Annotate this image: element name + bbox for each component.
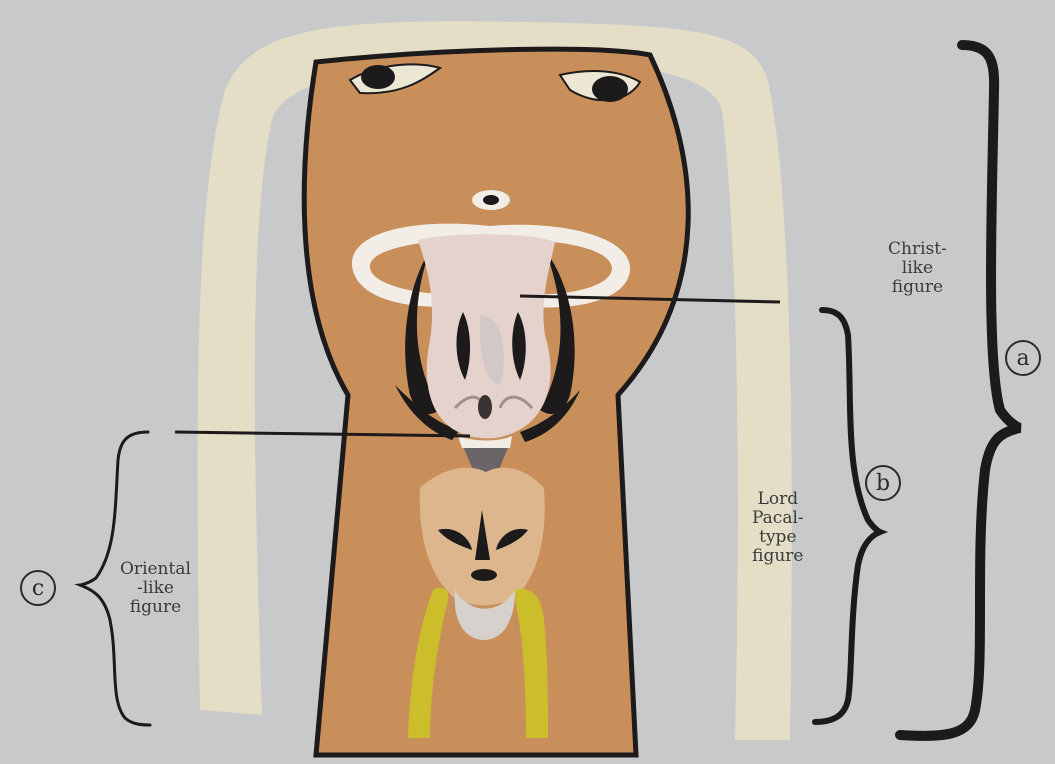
bracket-b <box>815 310 880 722</box>
label-c-line3: figure <box>120 598 191 617</box>
left-pupil <box>361 65 395 89</box>
label-christ-like: Christ- like figure <box>888 240 947 297</box>
label-lord-pacal: Lord Pacal- type figure <box>752 490 804 566</box>
label-a-line2: like <box>888 259 947 278</box>
marker-a: a <box>1005 340 1041 376</box>
label-b-line1: Lord <box>752 490 804 509</box>
label-b-line3: type <box>752 528 804 547</box>
label-b-line4: figure <box>752 547 804 566</box>
bracket-a <box>900 45 1020 736</box>
label-b-line2: Pacal- <box>752 509 804 528</box>
marker-c: c <box>20 570 56 606</box>
label-oriental-like: Oriental -like figure <box>120 560 191 617</box>
label-c-line1: Oriental <box>120 560 191 579</box>
label-a-line1: Christ- <box>888 240 947 259</box>
label-c-line2: -like <box>120 579 191 598</box>
marker-b: b <box>865 465 901 501</box>
right-pupil <box>592 76 628 102</box>
label-a-line3: figure <box>888 278 947 297</box>
